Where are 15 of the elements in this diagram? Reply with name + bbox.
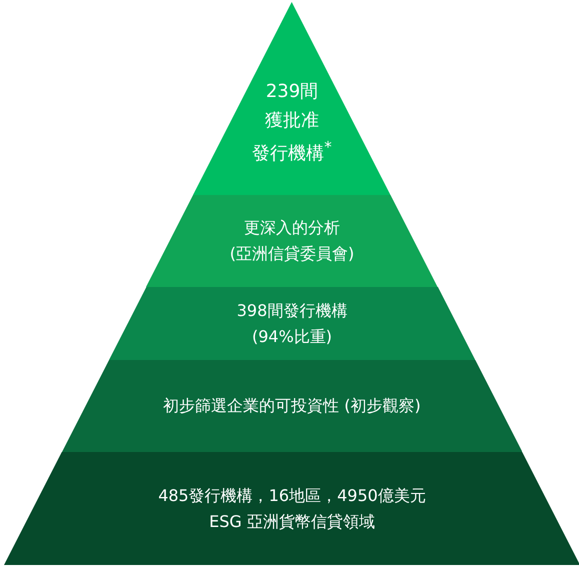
pyramid-tier (108, 287, 476, 360)
pyramid-tier (193, 2, 391, 195)
tier-label: 更深入的分析 (244, 217, 340, 240)
tier-label: (亞洲信貸委員會) (230, 243, 354, 265)
pyramid-tier (62, 360, 522, 452)
tier-label: 發行機構$^{*}$ (252, 137, 332, 166)
pyramid-tier (146, 195, 438, 287)
tier-label: (94%比重) (252, 326, 332, 348)
tier-label: ESG 亞洲貨幣信貸領域 (209, 510, 375, 532)
pyramid-tier (4, 452, 579, 565)
tier-label: 初步篩選企業的可投資性 (初步觀察) (163, 395, 421, 418)
tier-label: 獲批准 (264, 108, 319, 133)
tier-label: 398間發行機構 (236, 300, 348, 322)
tier-label: 485發行機構，16地區，4950億美元 (158, 484, 426, 507)
tier-label: 239間 (266, 80, 318, 104)
